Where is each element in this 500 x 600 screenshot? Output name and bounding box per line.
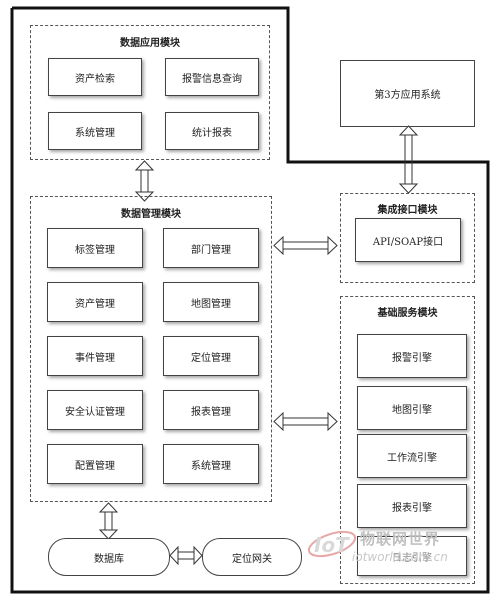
arrow-db-gateway <box>169 545 203 566</box>
mgmt-system-mgmt-box: 系统管理 <box>163 444 259 484</box>
app-system-mgmt-box: 系统管理 <box>48 112 142 150</box>
workflow-engine-box: 工作流引擎 <box>357 434 467 478</box>
database-node: 数据库 <box>48 538 170 576</box>
alarm-query-box: 报警信息查询 <box>165 58 259 96</box>
report-engine-box: 报表引擎 <box>357 484 467 528</box>
asset-mgmt-box: 资产管理 <box>47 282 143 322</box>
base-service-module: 基础服务模块 <box>340 296 475 584</box>
asset-search-box: 资产检索 <box>48 58 142 96</box>
map-mgmt-box: 地图管理 <box>163 282 259 322</box>
security-auth-box: 安全认证管理 <box>47 390 143 430</box>
log-engine-box: 日志引擎 <box>357 536 467 576</box>
integration-module-title: 集成接口模块 <box>377 205 438 216</box>
arrow-third-integration <box>398 125 419 194</box>
base-service-module-title: 基础服务模块 <box>377 308 438 319</box>
stat-report-box: 统计报表 <box>165 112 259 150</box>
data-app-module-title: 数据应用模块 <box>120 38 180 49</box>
report-mgmt-box: 报表管理 <box>163 390 259 430</box>
arrow-mgmt-base <box>273 411 338 432</box>
data-app-module: 数据应用模块 <box>30 25 270 160</box>
map-engine-box: 地图引擎 <box>357 386 467 430</box>
location-mgmt-box: 定位管理 <box>163 336 259 376</box>
positioning-gateway-node: 定位网关 <box>202 538 302 576</box>
outer-frame <box>10 6 490 594</box>
arrow-mgmt-integration <box>273 235 338 256</box>
svg-text:IoT: IoT <box>314 533 350 557</box>
api-soap-box: API/SOAP接口 <box>355 218 461 262</box>
tag-mgmt-box: 标签管理 <box>47 228 143 268</box>
watermark-cn: 物联网世界 <box>360 530 441 548</box>
dept-mgmt-box: 部门管理 <box>163 228 259 268</box>
iot-logo-mark: IoT <box>306 522 358 562</box>
data-mgmt-module: 数据管理模块 <box>30 196 272 502</box>
event-mgmt-box: 事件管理 <box>47 336 143 376</box>
alarm-engine-box: 报警引擎 <box>357 334 467 378</box>
data-mgmt-module-title: 数据管理模块 <box>121 209 181 220</box>
integration-module: 集成接口模块 <box>340 193 475 283</box>
config-mgmt-box: 配置管理 <box>47 444 143 484</box>
third-party-system: 第3方应用系统 <box>340 60 475 127</box>
watermark-en: iotworld.com.cn <box>352 550 448 564</box>
arrow-mgmt-db <box>98 502 119 540</box>
arrow-app-mgmt <box>134 160 155 202</box>
